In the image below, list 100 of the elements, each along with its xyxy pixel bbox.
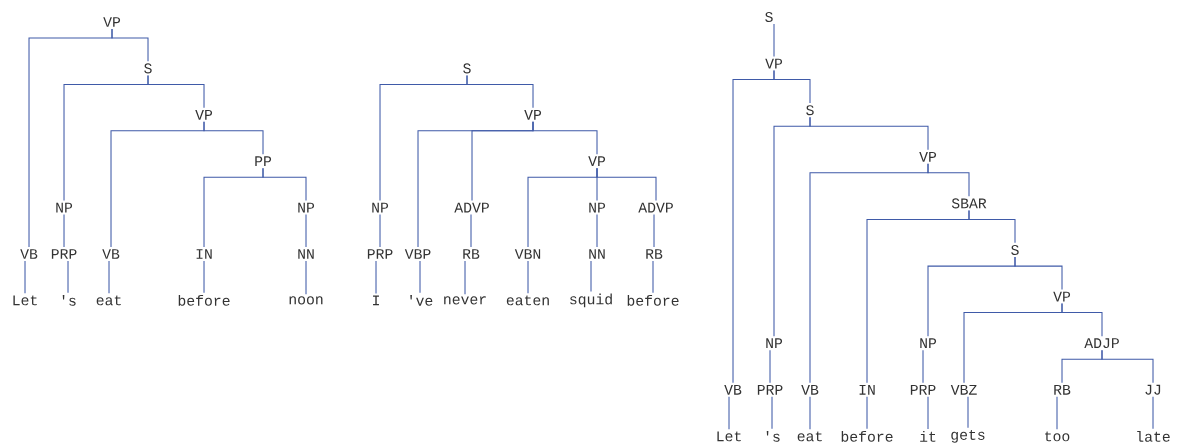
tree-branch [108,260,110,294]
tree-branch [63,214,65,248]
tree-label: PRP [51,249,77,259]
tree-branch [653,214,655,248]
tree-label: ADJP [1084,338,1119,349]
tree-branch [532,121,598,155]
tree-branch [922,349,924,384]
tree-label: NP [298,202,315,213]
tree-branch [419,260,421,294]
tree-label: PP [255,156,272,167]
tree-branch [809,396,811,430]
tree-label: Let [717,431,741,442]
tree-label: noon [289,296,323,305]
tree-label: too [1045,431,1070,442]
tree-label: NP [920,338,937,349]
tree-branch [262,167,307,202]
tree-label: NN [589,249,605,259]
tree-branch [203,121,264,155]
tree-branch [968,210,1016,244]
tree-label: NP [766,338,783,349]
tree-label: VP [588,156,606,167]
tree-label: VP [103,17,121,27]
tree-label: 've [410,294,433,306]
tree-label: 's [766,430,780,442]
tree-branch [24,260,26,294]
tree-label: NN [298,249,314,259]
tree-label: NP [589,202,606,213]
tree-branch [1056,396,1058,430]
tree-branch [769,349,771,384]
tree-label: late [1137,430,1170,442]
tree-branch [305,260,307,295]
tree-label: VP [1053,291,1071,302]
tree-branch [596,214,598,248]
tree-label: eat [96,295,121,306]
tree-branch [375,260,377,294]
tree-branch [470,214,472,248]
tree-branch [652,260,654,294]
tree-label: PRP [757,384,783,395]
tree-label: it [920,431,936,442]
tree-label: VB [102,249,120,259]
tree-label: VP [919,151,937,162]
tree-label: VB [20,249,38,259]
tree-branch [927,163,970,197]
tree-label: never [444,296,486,305]
tree-branch [111,28,149,62]
tree-branch [728,396,730,430]
tree-label: before [178,294,230,306]
tree-label: eat [797,431,822,442]
tree-branch [147,75,205,109]
tree-label: VBP [404,249,431,259]
tree-branch [466,75,534,109]
tree-label: RB [646,249,663,259]
tree-label: eaten [506,295,549,306]
tree-label: VBN [514,249,541,259]
tree-branch [771,396,773,430]
tree-branch [1101,349,1154,384]
tree-branch [596,167,657,202]
tree-branch [1152,396,1154,430]
tree-branch [305,214,307,248]
tree-label: VB [724,384,742,395]
tree-label: Let [13,295,37,306]
tree-label: RB [463,249,480,259]
tree-label: NP [56,202,73,213]
tree-label: squid [570,293,612,308]
tree-branch [203,260,205,294]
tree-branch [590,260,592,292]
tree-branch [1061,303,1103,337]
tree-label: S [765,11,773,22]
tree-label: PRP [910,384,936,395]
tree-label: I [373,295,379,306]
tree-branch [927,396,929,430]
tree-label: S [1011,244,1019,255]
tree-label: RB [1054,384,1071,395]
tree-label: ADVP [638,202,673,213]
tree-label: S [144,63,152,74]
tree-label: S [806,105,814,116]
tree-branch [379,214,381,248]
tree-label: before [627,294,679,306]
tree-label: 's [62,294,76,306]
tree-label: VP [195,109,213,120]
tree-label: IN [859,384,875,395]
tree-label: IN [196,249,212,259]
tree-label: NP [372,202,389,213]
tree-label: JJ [1145,384,1161,395]
tree-branch [464,260,466,295]
tree-branch [866,396,868,430]
tree-branch [967,396,969,429]
tree-label: VP [524,109,542,120]
tree-label: before [841,430,893,442]
tree-label: SBAR [951,198,987,209]
tree-branch [773,70,811,104]
tree-branch [527,260,529,294]
tree-label: ADVP [454,202,489,213]
tree-label: VP [765,58,783,69]
tree-label: VB [801,384,819,395]
tree-branch [1014,256,1063,291]
tree-branch [67,260,69,294]
tree-branch [809,116,929,151]
tree-label: S [463,63,471,74]
tree-label: VBZ [950,384,977,395]
